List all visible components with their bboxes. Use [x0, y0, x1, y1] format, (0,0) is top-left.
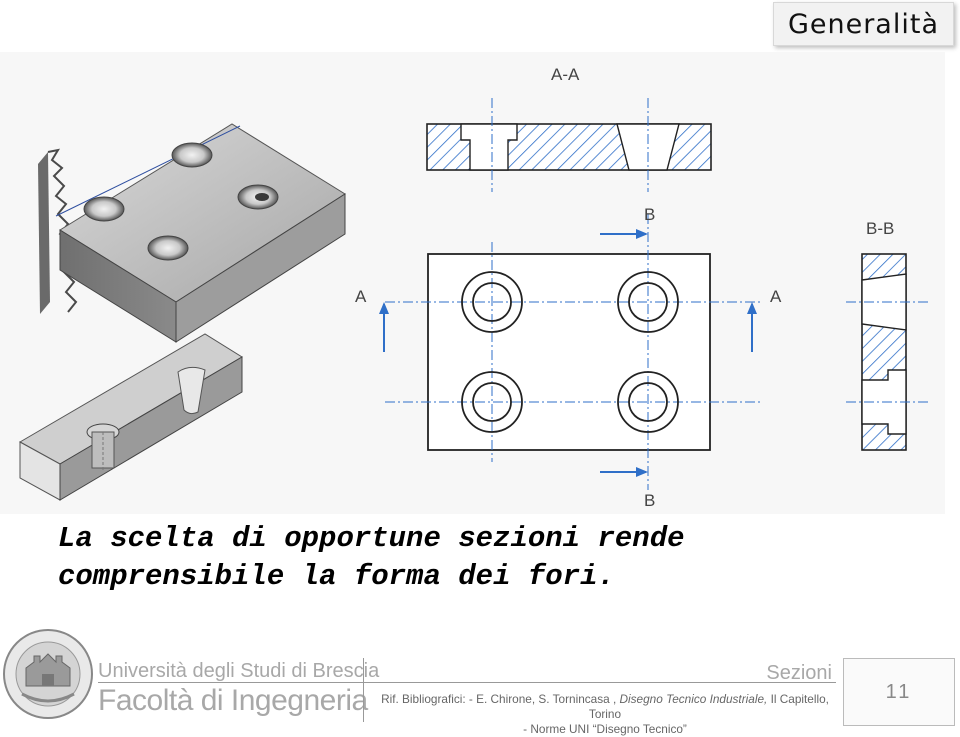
- section-aa-label: A-A: [551, 65, 580, 84]
- cut-label-b-top: B: [644, 205, 655, 224]
- faculty-name: Facoltà di Ingegneria: [98, 684, 368, 717]
- footer-vertical-divider: [363, 658, 364, 722]
- refs-prefix: Rif. Bibliografici: - E. Chirone, S. Tor…: [381, 692, 617, 706]
- technical-drawing-figure: A-A A A B B: [0, 52, 945, 514]
- slide-title: Generalità: [787, 8, 939, 40]
- isometric-section-block: [18, 333, 243, 501]
- page-number: 11: [885, 680, 913, 703]
- section-aa-view: A-A: [426, 65, 712, 192]
- refs-publisher: Il Capitello, Torino: [588, 692, 829, 721]
- page-number-box: 11: [843, 658, 955, 726]
- footer-divider: [98, 682, 836, 683]
- refs-norms: - Norme UNI “Disegno Tecnico”: [523, 722, 687, 736]
- university-name: Università degli Studi di Brescia: [98, 660, 380, 682]
- footer: Università degli Studi di Brescia Facolt…: [0, 626, 960, 736]
- university-seal-logo: [3, 629, 93, 719]
- title-box: Generalità: [772, 2, 954, 46]
- cut-label-a-left: A: [355, 287, 367, 306]
- cut-label-b-bottom: B: [644, 491, 655, 510]
- refs-book-title: Disegno Tecnico Industriale,: [619, 692, 768, 706]
- cut-label-a-right: A: [770, 287, 782, 306]
- section-bb-label: B-B: [866, 219, 894, 238]
- section-bb-view: B-B: [846, 219, 930, 451]
- top-view: A A B B: [355, 205, 782, 510]
- isometric-block: [38, 123, 346, 343]
- bibliography-references: Rif. Bibliografici: - E. Chirone, S. Tor…: [372, 692, 838, 737]
- slide-caption: La scelta di opportune sezioni rende com…: [58, 522, 685, 593]
- section-name: Sezioni: [766, 662, 832, 684]
